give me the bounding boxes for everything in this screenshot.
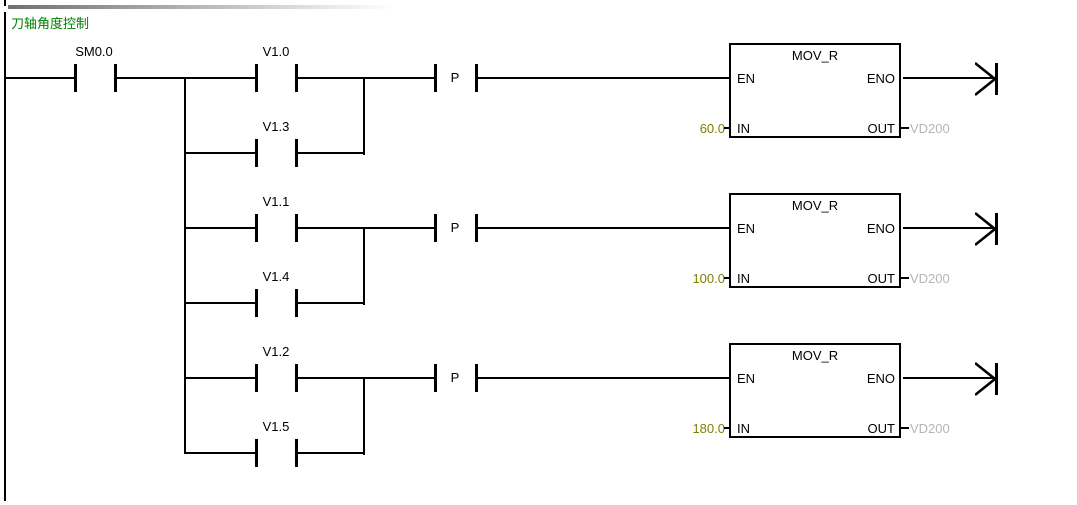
wire [901, 427, 909, 429]
wire [903, 77, 996, 79]
in-operand-1[interactable]: 60.0 [699, 121, 725, 136]
contact-bar [295, 214, 298, 242]
wire [724, 427, 731, 429]
contact-bar [255, 139, 258, 167]
wire [478, 377, 729, 379]
out-operand-1[interactable]: VD200 [910, 121, 950, 136]
in-operand-3[interactable]: 180.0 [692, 421, 725, 436]
rung-continuation-arrow-icon [975, 61, 998, 97]
rung-continuation-arrow-icon [975, 211, 998, 247]
junction-vertical [363, 77, 365, 155]
contact-bar [255, 439, 258, 467]
mov-r-block-2[interactable]: MOV_R EN ENO IN OUT [729, 193, 901, 288]
wire [298, 452, 364, 454]
contact-label[interactable]: V1.0 [262, 44, 290, 59]
network-title[interactable]: 刀轴角度控制 [11, 16, 90, 31]
contact-bar [255, 64, 258, 92]
contact-bar [475, 364, 478, 392]
out-operand-3[interactable]: VD200 [910, 421, 950, 436]
wire [298, 77, 434, 79]
pin-out: OUT [867, 121, 895, 136]
contact-bar [295, 289, 298, 317]
wire [186, 452, 255, 454]
wire [901, 127, 909, 129]
contact-bar [475, 64, 478, 92]
contact-bar [255, 214, 258, 242]
wire [117, 77, 255, 79]
contact-bar [255, 289, 258, 317]
wire [186, 377, 255, 379]
pin-eno: ENO [866, 221, 895, 236]
pin-out: OUT [867, 271, 895, 286]
wire [186, 152, 255, 154]
contact-bar [434, 364, 437, 392]
pin-eno: ENO [866, 371, 895, 386]
junction-vertical [363, 227, 365, 305]
pin-in: IN [737, 421, 750, 436]
block-name: MOV_R [791, 198, 839, 213]
power-rail [4, 12, 6, 501]
pin-en: EN [737, 371, 756, 386]
wire [6, 77, 74, 79]
wire [901, 277, 909, 279]
mov-r-block-1[interactable]: MOV_R EN ENO IN OUT [729, 43, 901, 138]
wire [298, 227, 434, 229]
wire [478, 227, 729, 229]
in-operand-2[interactable]: 100.0 [692, 271, 725, 286]
pin-en: EN [737, 221, 756, 236]
pin-in: IN [737, 121, 750, 136]
contact-bar [475, 214, 478, 242]
branch-vertical [184, 77, 186, 454]
contact-label[interactable]: V1.2 [262, 344, 290, 359]
contact-bar [295, 364, 298, 392]
pin-en: EN [737, 71, 756, 86]
edge-contact-label[interactable]: P [450, 220, 460, 235]
contact-bar [295, 64, 298, 92]
contact-bar [114, 64, 117, 92]
block-name: MOV_R [791, 348, 839, 363]
mov-r-block-3[interactable]: MOV_R EN ENO IN OUT [729, 343, 901, 438]
contact-bar [434, 64, 437, 92]
contact-label[interactable]: V1.4 [262, 269, 290, 284]
wire [903, 227, 996, 229]
wire [903, 377, 996, 379]
wire [298, 377, 434, 379]
block-name: MOV_R [791, 48, 839, 63]
wire [724, 277, 731, 279]
contact-bar [74, 64, 77, 92]
contact-bar [295, 139, 298, 167]
contact-bar [255, 364, 258, 392]
edge-contact-label[interactable]: P [450, 370, 460, 385]
contact-bar [434, 214, 437, 242]
junction-vertical [363, 377, 365, 455]
wire [724, 127, 731, 129]
wire [298, 152, 364, 154]
wire [186, 227, 255, 229]
power-rail-top [4, 0, 6, 6]
pin-in: IN [737, 271, 750, 286]
rung-continuation-arrow-icon [975, 361, 998, 397]
contact-label[interactable]: V1.1 [262, 194, 290, 209]
contact-label[interactable]: SM0.0 [75, 44, 113, 59]
pin-out: OUT [867, 421, 895, 436]
contact-label[interactable]: V1.3 [262, 119, 290, 134]
network-divider [8, 5, 392, 9]
pin-eno: ENO [866, 71, 895, 86]
wire [186, 302, 255, 304]
out-operand-2[interactable]: VD200 [910, 271, 950, 286]
contact-label[interactable]: V1.5 [262, 419, 290, 434]
edge-contact-label[interactable]: P [450, 70, 460, 85]
wire [298, 302, 364, 304]
contact-bar [295, 439, 298, 467]
wire [478, 77, 729, 79]
